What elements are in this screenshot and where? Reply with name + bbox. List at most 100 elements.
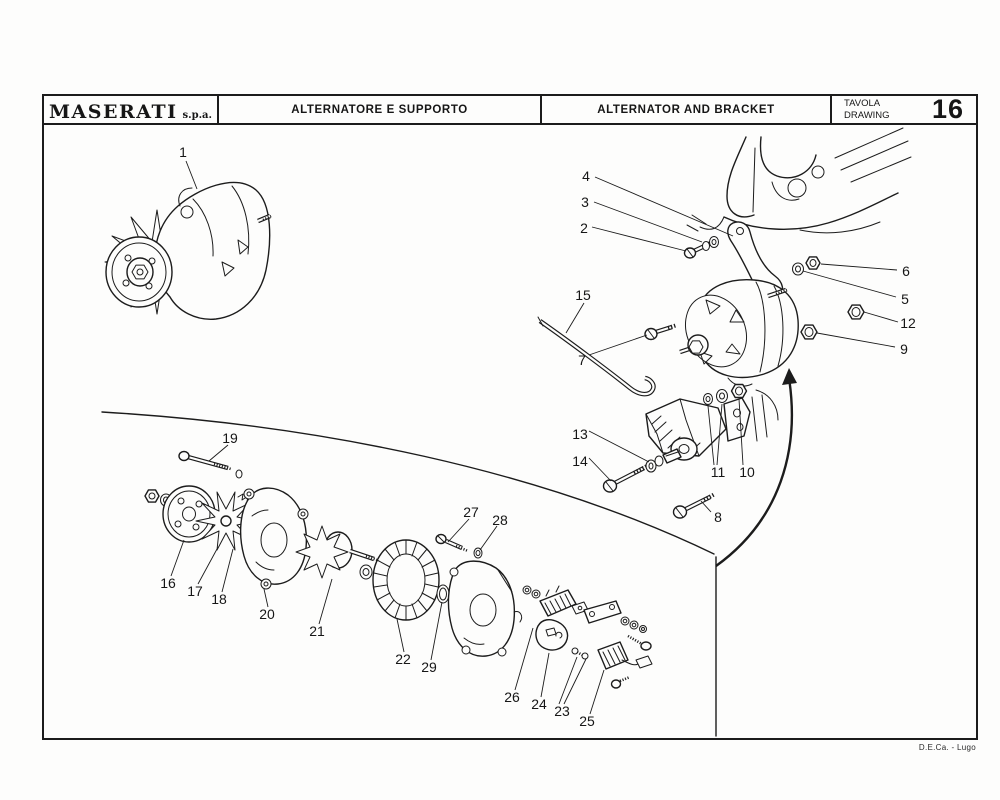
leader-29 [430,601,443,661]
brand-suffix: s.p.a. [182,110,213,121]
leader-lines [170,160,899,715]
drawing-number: 16 [931,94,964,124]
callout-2: 2 [580,220,588,236]
washer-5-drawing [792,262,804,276]
brush-holder-24-drawing [535,618,569,651]
washer-28-drawing [473,547,483,559]
leader-13 [588,430,650,463]
drawing-label: DRAWING [844,109,890,121]
plate-labels: TAVOLA DRAWING [844,98,890,121]
alternator-body [154,181,271,320]
leader-2 [591,226,687,252]
leader-26 [514,627,534,691]
callout-1: 1 [179,144,187,160]
rear-washers-drawing [522,585,541,599]
callout-5: 5 [901,291,909,307]
callout-10: 10 [739,464,755,480]
callout-12: 12 [900,315,916,331]
leader-8 [700,500,712,513]
leader-16 [170,539,185,577]
bolt-8-drawing [672,492,716,519]
callout-16: 16 [160,575,176,591]
callout-9: 9 [900,341,908,357]
callout-25: 25 [579,713,595,729]
leader-28 [479,525,498,551]
brand-cell: MASERATI s.p.a. [44,96,217,123]
leader-11 [707,403,723,466]
callout-13: 13 [572,426,588,442]
callout-27: 27 [463,504,479,520]
callout-26: 26 [504,689,520,705]
brand-logo: MASERATI [48,101,178,123]
bolt-7-drawing [644,323,678,341]
washer-13-drawing [645,448,682,473]
screw-23a-drawing [571,647,579,655]
callout-14: 14 [572,453,588,469]
pulley-16-drawing [162,485,216,543]
printer-credit: D.E.Ca. - Lugo [918,743,976,752]
leader-21 [318,578,333,625]
callout-15: 15 [575,287,591,303]
callout-6: 6 [902,263,910,279]
front-housing-20-drawing [239,487,309,590]
leader-14 [588,457,612,482]
leader-23 [558,656,587,705]
leader-9 [816,332,896,348]
leader-1 [185,160,198,190]
callout-19: 19 [222,430,238,446]
callout-labels: 1 2 3 4 5 6 7 8 9 10 11 12 13 14 15 16 1… [160,144,916,729]
nut-12-drawing [847,304,865,320]
ring-29-drawing [436,584,450,604]
leader-27 [447,518,470,543]
washer-3-drawing [702,241,710,251]
leader-10 [738,398,744,466]
leader-5 [802,270,897,298]
washer-11-drawing [703,389,728,405]
fan-17-18-drawing [195,491,259,551]
leader-6 [820,263,898,271]
callout-21: 21 [309,623,325,639]
callout-29: 29 [421,659,437,675]
callout-22: 22 [395,651,411,667]
mounting-lug-hole [180,205,194,219]
leader-4 [594,176,734,237]
callout-23: 23 [554,703,570,719]
plate-23-drawing [571,600,652,660]
nut-9-drawing [800,324,818,340]
leader-15 [565,302,585,334]
rectifier-26-drawing [539,585,589,617]
plate-cell: TAVOLA DRAWING 16 [830,94,976,124]
callout-20: 20 [259,606,275,622]
leader-19 [208,444,229,462]
leader-7 [588,334,648,356]
callout-18: 18 [211,591,227,607]
pointer-arrow [715,368,797,567]
alternator-assembly-drawing [104,181,272,320]
leader-22 [396,618,405,653]
bolt-19-drawing [178,450,243,479]
callout-11: 11 [711,464,726,480]
rotor-21-drawing [295,525,378,580]
tension-rod-drawing [537,316,656,397]
leader-3 [593,201,703,243]
regulator-25-drawing [597,641,653,689]
screw-27-drawing [435,533,469,553]
nut-6-drawing [805,256,821,270]
alternator-mounted-drawing [679,279,799,387]
callout-8: 8 [714,509,722,525]
callout-28: 28 [492,512,508,528]
screw-23b-drawing [581,652,589,660]
rear-housing-drawing [447,560,523,657]
support-bracket-drawing [645,389,779,461]
tavola-label: TAVOLA [844,98,881,110]
leader-18 [221,548,234,593]
leader-25 [589,669,605,715]
washer-4-drawing [709,236,719,248]
callout-17: 17 [187,583,203,599]
title-english: ALTERNATOR AND BRACKET [540,96,830,123]
nut-10-drawing [730,383,748,399]
bolt-14-drawing [602,464,648,493]
callout-24: 24 [531,696,547,712]
